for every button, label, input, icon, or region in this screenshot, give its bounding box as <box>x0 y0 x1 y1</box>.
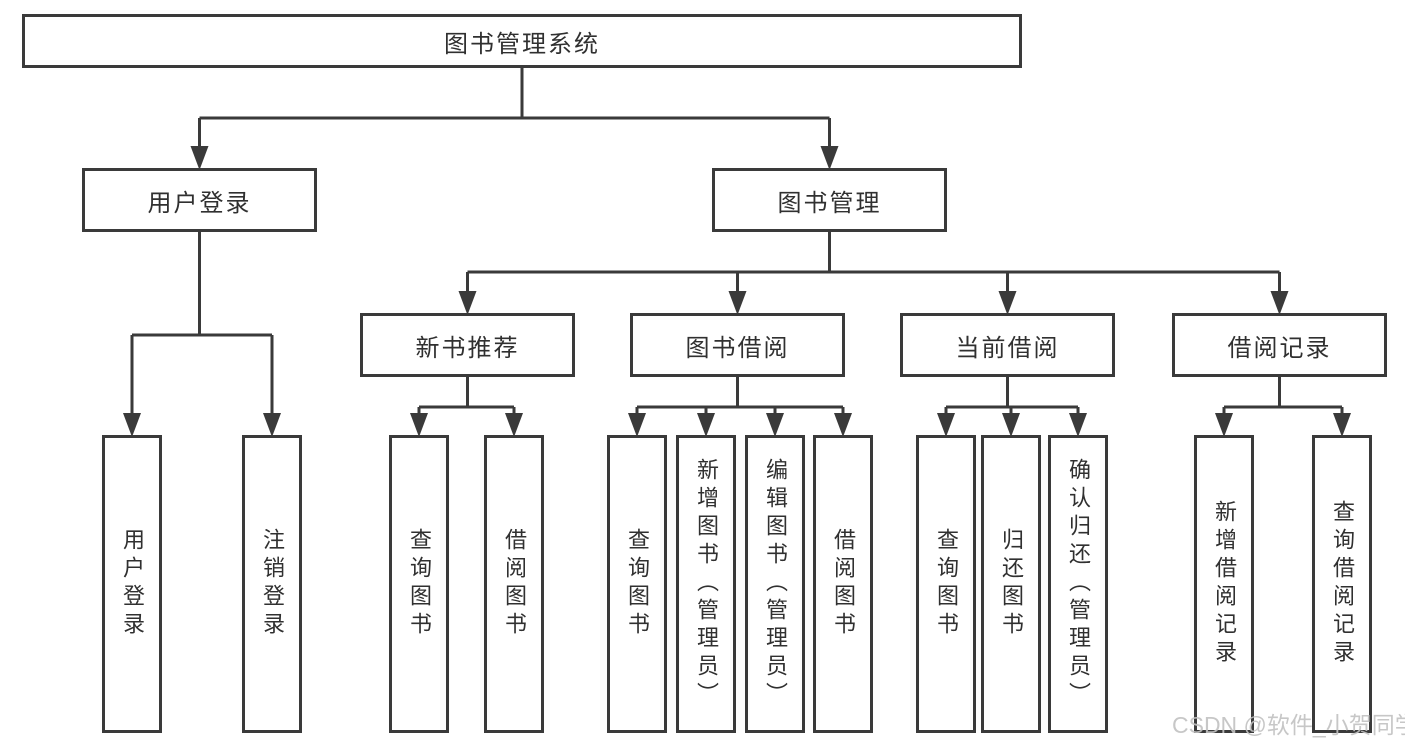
leaf-query-borrow-record: 查询借阅记录 <box>1312 435 1372 733</box>
leaf-borrow-books-recommend: 借阅图书 <box>484 435 544 733</box>
leaf-add-borrow-record: 新增借阅记录 <box>1194 435 1254 733</box>
leaf-user-login: 用户登录 <box>102 435 162 733</box>
leaf-query-books-current: 查询图书 <box>916 435 976 733</box>
node-borrowing-records: 借阅记录 <box>1172 313 1387 377</box>
leaf-edit-books-admin: 编辑图书（管理员） <box>745 435 805 733</box>
leaf-return-books: 归还图书 <box>981 435 1041 733</box>
leaf-query-books-borrow: 查询图书 <box>607 435 667 733</box>
node-book-management: 图书管理 <box>712 168 947 232</box>
leaf-logout: 注销登录 <box>242 435 302 733</box>
leaf-confirm-return-admin: 确认归还（管理员） <box>1048 435 1108 733</box>
node-user-login: 用户登录 <box>82 168 317 232</box>
leaf-query-books-recommend: 查询图书 <box>389 435 449 733</box>
leaf-borrow-books: 借阅图书 <box>813 435 873 733</box>
node-new-book-recommendation: 新书推荐 <box>360 313 575 377</box>
leaf-add-books-admin: 新增图书（管理员） <box>676 435 736 733</box>
csdn-watermark: CSDN @软件_小贺同学 <box>1172 712 1405 738</box>
node-current-borrowing: 当前借阅 <box>900 313 1115 377</box>
arrowheads <box>123 146 1351 437</box>
node-library-management-system: 图书管理系统 <box>22 14 1022 68</box>
node-book-borrowing: 图书借阅 <box>630 313 845 377</box>
